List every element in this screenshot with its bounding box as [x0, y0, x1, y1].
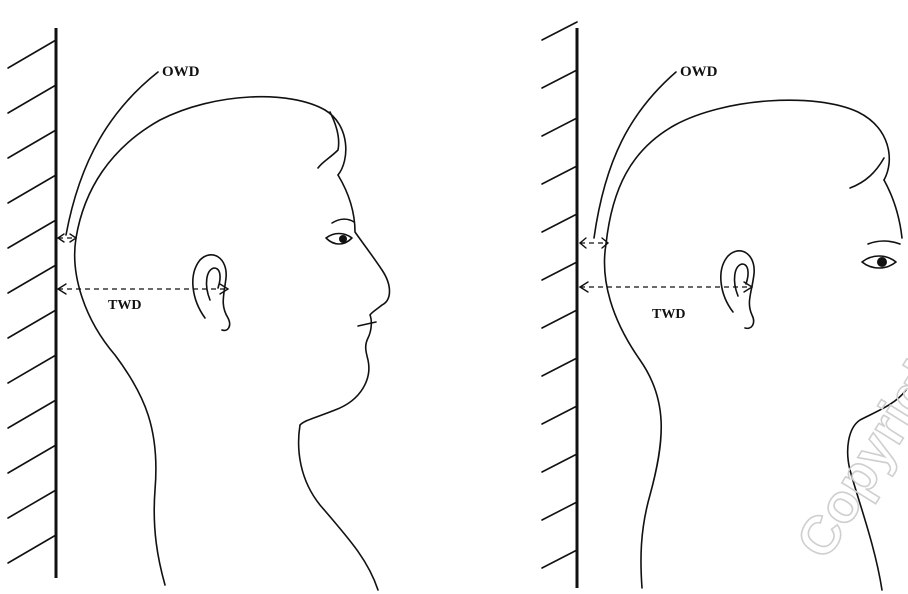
copyright-watermark: Copyright © 2 — [785, 236, 908, 569]
owd-label: OWD — [162, 64, 200, 80]
eyebrow — [332, 219, 354, 223]
eye — [326, 234, 352, 245]
owd-label: OWD — [680, 64, 718, 80]
head-back-outline — [76, 97, 346, 238]
twd-label: TWD — [652, 307, 685, 322]
twd-label: TWD — [108, 298, 141, 313]
face-profile — [884, 180, 902, 238]
hairline — [850, 158, 884, 188]
neck-back-outline — [75, 238, 165, 585]
ear — [193, 255, 230, 331]
owd-leader-line — [66, 72, 158, 235]
ear-inner — [207, 268, 221, 300]
figure-left: OWD TWD — [8, 28, 390, 590]
pupil — [877, 257, 887, 267]
neck-back-outline — [604, 244, 661, 588]
owd-leader-line — [594, 72, 676, 238]
wall-hatching — [542, 22, 577, 568]
mouth — [358, 322, 376, 326]
head-back-outline — [606, 100, 889, 244]
eyebrow — [868, 241, 900, 244]
wall-hatching — [8, 40, 56, 563]
hairline — [318, 112, 339, 168]
pupil — [339, 235, 347, 243]
